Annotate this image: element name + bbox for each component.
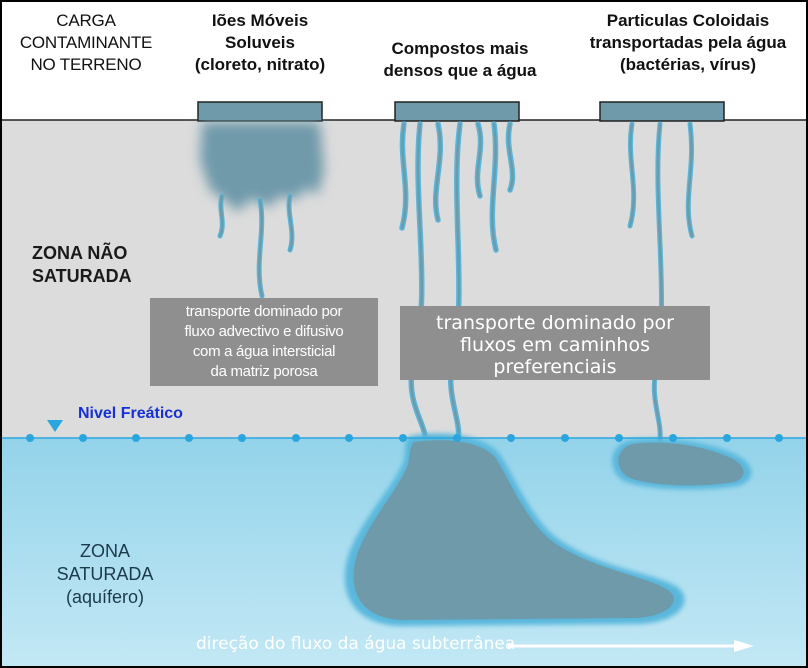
sky-area <box>0 0 808 120</box>
flow-arrow-head-icon <box>734 640 754 652</box>
header-line: (bactérias, vírus) <box>619 55 757 74</box>
water-table-label: Nivel Freático <box>78 405 183 422</box>
ions-diffuse-plume <box>200 122 324 212</box>
header-line: Particulas Coloidais <box>606 11 770 30</box>
zone-line: (aquífero) <box>65 587 145 607</box>
zone-line: SATURADA <box>32 266 132 286</box>
saturated-zone-label: ZONA SATURADA (aquífero) <box>20 540 190 609</box>
header-soluble-ions: Iões Móveis Soluveis (cloreto, nitrato) <box>170 10 350 76</box>
zone-line: SATURADA <box>56 564 154 584</box>
header-contaminant-load: CARGA CONTAMINANTE NO TERRENO <box>6 10 166 76</box>
colloid-plume <box>618 442 744 486</box>
ions-source-slab <box>197 101 323 122</box>
header-line: transportadas pela água <box>589 33 787 52</box>
header-line: NO TERRENO <box>30 55 142 74</box>
transport-line: com a água intersticial <box>192 343 336 360</box>
transport-line: fluxos em caminhos <box>460 334 650 356</box>
header-line: CARGA <box>56 11 116 30</box>
header-line: Iões Móveis <box>211 11 309 30</box>
zone-line: ZONA <box>79 541 130 561</box>
transport-line: preferenciais <box>493 356 617 378</box>
transport-line: transporte dominado por <box>185 303 343 320</box>
transport-line: da matriz porosa <box>210 363 318 380</box>
dense-source-slab <box>394 101 520 122</box>
header-line: Soluveis <box>225 33 295 52</box>
header-line: CONTAMINANTE <box>19 33 153 52</box>
groundwater-flow-label: direção do fluxo da água subterrânea <box>196 634 516 654</box>
zone-line: ZONA NÃO <box>32 243 128 263</box>
header-line: Compostos mais <box>391 39 529 58</box>
transport-line: transporte dominado por <box>436 312 674 334</box>
water-table-symbol-icon <box>47 420 63 432</box>
colloids-source-slab <box>599 101 725 122</box>
transport-line: fluxo advectivo e difusivo <box>184 323 344 340</box>
water-table-dots <box>26 434 783 442</box>
header-line: densos que a água <box>383 61 537 80</box>
dense-plume <box>353 440 674 620</box>
preferential-transport-box: transporte dominado por fluxos em caminh… <box>400 306 710 380</box>
unsaturated-zone-label: ZONA NÃO SATURADA <box>12 242 182 288</box>
matrix-transport-box: transporte dominado por fluxo advectivo … <box>150 298 378 386</box>
header-line: (cloreto, nitrato) <box>194 55 326 74</box>
header-dense-compounds: Compostos mais densos que a água <box>360 38 560 82</box>
header-colloidal-particles: Particulas Coloidais transportadas pela … <box>568 10 808 76</box>
